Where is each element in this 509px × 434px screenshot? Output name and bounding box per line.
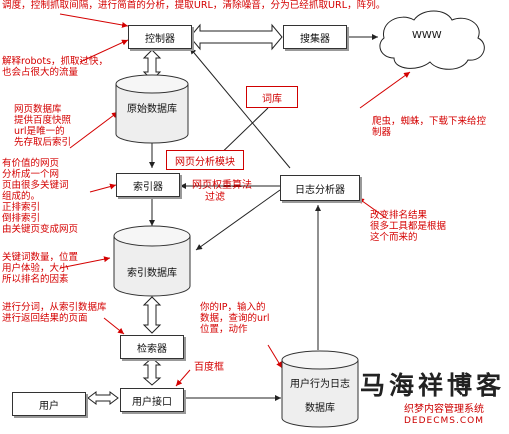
lexicon-label: 词库 (262, 93, 282, 105)
log-db-label-line1: 用户行为日志 (290, 379, 350, 390)
note-crawler: 爬虫，蜘蛛，下载下来给控 制器 (372, 116, 487, 138)
watermark-subtitle: 织梦内容管理系统 (404, 404, 484, 415)
indexer-label: 索引器 (133, 181, 163, 193)
indexdb-retriever-arrow (142, 296, 162, 334)
note-robots-arrow (79, 39, 129, 63)
page-analysis-node: 网页分析模块 (166, 150, 244, 170)
analyzer-indexdb-arrow (195, 189, 281, 251)
log-analyzer-node: 日志分析器 (280, 175, 360, 201)
user-node: 用户 (12, 392, 86, 416)
retriever-node: 检索器 (120, 335, 184, 359)
index-db-cylinder (113, 225, 191, 297)
note-ranking-arrow (357, 197, 387, 219)
note-crawler-arrow (359, 71, 411, 109)
www-label: WWW (412, 30, 442, 41)
page-weight-label: 网页权重算法 (192, 180, 252, 191)
raw-db-label: 原始数据库 (127, 104, 177, 115)
note-ranking: 改变排名结果 很多工具都是根据 这个而来的 (370, 210, 447, 243)
log-analyzer-label: 日志分析器 (295, 184, 345, 196)
note-search-arrow (103, 317, 125, 335)
watermark-title: 马海祥博客 (360, 371, 506, 400)
note-searchbox-arrow (175, 369, 191, 387)
note-search: 进行分词，从索引数据库 进行返回结果的页面 (2, 302, 107, 324)
note-top: 调度，控制抓取间隔，进行简首的分析，提取URL，清除噪音，分为已经抓取URL，阵… (2, 0, 386, 11)
www-cloud-shape (379, 10, 485, 70)
controller-collector-arrow (189, 23, 283, 51)
analyzer-controller-arrow (189, 47, 291, 169)
note-ip-arrow (267, 344, 283, 369)
user-label: 用户 (39, 400, 59, 412)
note-robots: 解释robots，抓取过快， 也会占很大的流量 (2, 56, 109, 78)
raw-db-cylinder (115, 74, 189, 144)
note-ip: 你的IP，输入的 数据，查询的url 位置，动作 (200, 302, 270, 335)
note-top-arrow (59, 13, 129, 28)
controller-node: 控制器 (128, 25, 192, 49)
retriever-ui-arrow (142, 357, 162, 386)
watermark-url: DEDECMS.COM (404, 416, 484, 426)
log-db-label-line2: 数据库 (305, 403, 335, 414)
note-raw-db: 网页数据库 提供百度快照 url是唯一的 先存取后索引 (14, 104, 72, 148)
controller-rawdb-arrow (142, 49, 162, 81)
log-db-cylinder (281, 350, 359, 428)
note-keyword-arrow (59, 256, 111, 269)
retriever-label: 检索器 (137, 343, 167, 355)
controller-label: 控制器 (145, 33, 175, 45)
note-rawdb-arrow (69, 111, 119, 149)
page-analysis-label: 网页分析模块 (175, 156, 235, 168)
note-search-box: 百度框 (194, 362, 224, 373)
note-index-arrow (89, 183, 117, 193)
collector-node: 搜集器 (283, 25, 347, 49)
note-index: 有价值的网页 分析成一个网 页由很多关键词 组成的。 正排索引 倒排索引 由关键… (2, 158, 79, 235)
lexicon-node: 词库 (246, 86, 298, 108)
collector-label: 搜集器 (300, 33, 330, 45)
user-ui-arrow (87, 391, 119, 405)
note-keyword: 关键词数量，位置 用户体验，大小 所以排名的因素 (2, 252, 79, 285)
filter-label: 过滤 (205, 192, 225, 203)
user-interface-label: 用户接口 (132, 396, 172, 408)
user-interface-node: 用户接口 (120, 388, 184, 412)
log-db-label: 用户行为日志 数据库 (282, 378, 358, 416)
indexer-node: 索引器 (116, 173, 180, 197)
index-db-label: 索引数据库 (127, 268, 177, 279)
